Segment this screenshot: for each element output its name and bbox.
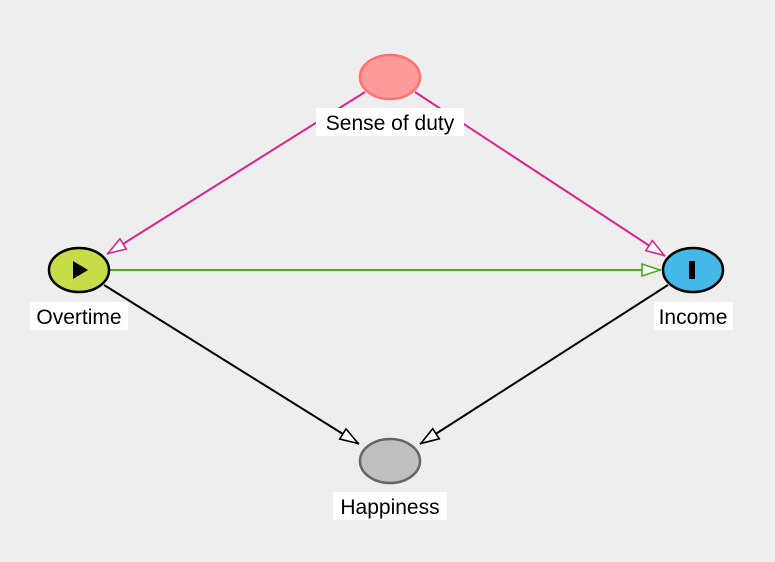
node-label: Happiness (340, 496, 439, 519)
node-overtime[interactable]: Overtime (30, 246, 128, 330)
node-label: Sense of duty (326, 112, 455, 135)
node-happiness[interactable]: Happiness (333, 437, 447, 520)
bar-icon (689, 261, 695, 279)
play-icon (73, 261, 88, 279)
node-label: Overtime (36, 306, 121, 329)
node-sense-of-duty[interactable]: Sense of duty (316, 53, 464, 136)
node-income[interactable]: Income (654, 246, 733, 330)
edge-income-happiness[interactable] (420, 284, 669, 445)
edge-overtime-happiness[interactable] (103, 284, 359, 445)
node-label: Income (659, 306, 728, 329)
